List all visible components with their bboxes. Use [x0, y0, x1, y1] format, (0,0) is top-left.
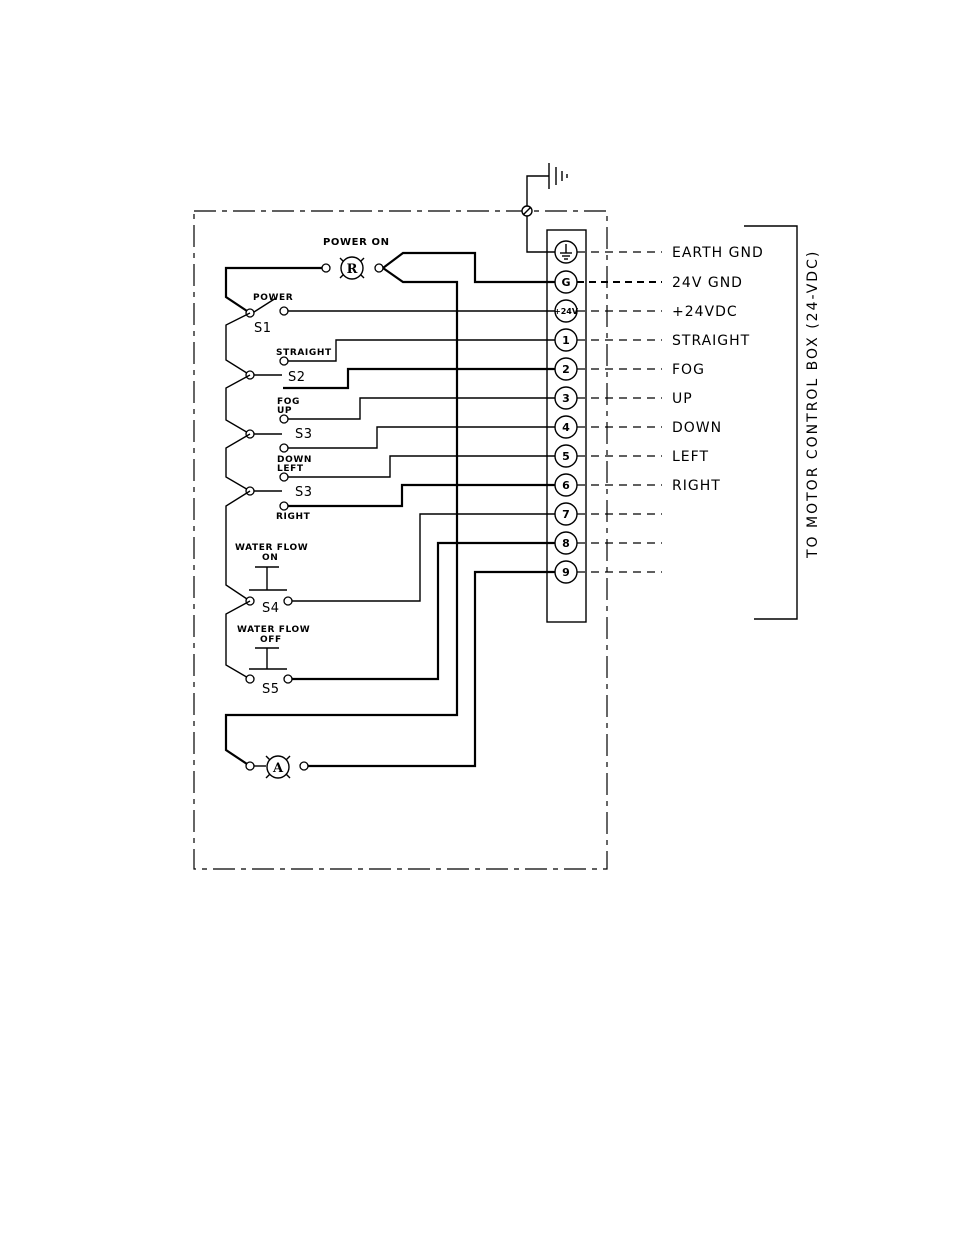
- signal-label-fog: FOG: [672, 362, 705, 378]
- power-on-label: POWER ON: [323, 237, 390, 248]
- wire-up: [288, 398, 555, 419]
- s3a-name: S3: [295, 427, 313, 442]
- motor-box-bracket: [744, 226, 797, 619]
- terminal-9: 9: [555, 561, 577, 583]
- svg-text:+24V: +24V: [554, 307, 579, 316]
- terminal-4: 4: [555, 416, 577, 438]
- s3b-name: S3: [295, 485, 313, 500]
- signal-label-right: RIGHT: [672, 478, 721, 494]
- terminal-earth: [555, 241, 577, 263]
- terminal-2: 2: [555, 358, 577, 380]
- s3c-label: RIGHT: [276, 512, 311, 522]
- wire-left: [288, 456, 555, 477]
- terminal-6: 6: [555, 474, 577, 496]
- signal-label-24v-gnd: 24V GND: [672, 275, 743, 291]
- signal-label-down: DOWN: [672, 420, 722, 436]
- signal-label-up: UP: [672, 391, 693, 407]
- terminal-plus24v: +24V: [554, 300, 579, 322]
- terminal-g: G: [555, 271, 577, 293]
- svg-text:G: G: [561, 276, 570, 289]
- svg-text:3: 3: [562, 392, 570, 405]
- wire-s5-to-8: [292, 543, 555, 679]
- terminal-3: 3: [555, 387, 577, 409]
- external-leads: [577, 252, 662, 572]
- svg-text:7: 7: [562, 508, 570, 521]
- svg-text:5: 5: [562, 450, 570, 463]
- wire-power-bus: [226, 268, 322, 313]
- terminal-1: 1: [555, 329, 577, 351]
- s4-label-line2: ON: [262, 553, 278, 563]
- s1-label: POWER: [253, 293, 293, 303]
- signal-label-plus24vdc: +24VDC: [672, 304, 738, 320]
- terminal-8: 8: [555, 532, 577, 554]
- s5-label-line1: WATER FLOW: [237, 625, 310, 635]
- signal-label-left: LEFT: [672, 449, 709, 465]
- s5-name: S5: [262, 682, 280, 697]
- s4-label-line1: WATER FLOW: [235, 543, 308, 553]
- s4-name: S4: [262, 601, 280, 616]
- svg-text:1: 1: [562, 334, 570, 347]
- s5-label-line2: OFF: [260, 635, 282, 645]
- power-on-lamp-icon: R: [340, 257, 364, 279]
- svg-text:4: 4: [562, 421, 570, 434]
- svg-text:2: 2: [562, 363, 570, 376]
- svg-text:R: R: [347, 262, 358, 277]
- terminal-5: 5: [555, 445, 577, 467]
- svg-text:6: 6: [562, 479, 570, 492]
- wire-lamp-return: [226, 268, 457, 766]
- s1-name: S1: [254, 321, 272, 336]
- svg-text:8: 8: [562, 537, 570, 550]
- wire-down: [288, 427, 555, 448]
- signal-label-earth-gnd: EARTH GND: [672, 245, 764, 261]
- ammeter-lamp-icon: A: [254, 756, 290, 778]
- motor-box-label: TO MOTOR CONTROL BOX (24-VDC): [805, 250, 821, 559]
- earth-ground-icon: [522, 163, 567, 252]
- s2-name: S2: [288, 370, 306, 385]
- wire-s4-to-7: [292, 514, 555, 601]
- s3b-label-bottom: LEFT: [277, 464, 304, 474]
- wire-fog: [283, 369, 555, 388]
- wire-lamp-to-g: [383, 253, 555, 282]
- svg-text:A: A: [272, 761, 284, 776]
- panel-enclosure: [194, 211, 607, 869]
- terminal-7: 7: [555, 503, 577, 525]
- svg-text:9: 9: [562, 566, 570, 579]
- signal-label-straight: STRAIGHT: [672, 333, 750, 349]
- wire-right: [288, 485, 555, 506]
